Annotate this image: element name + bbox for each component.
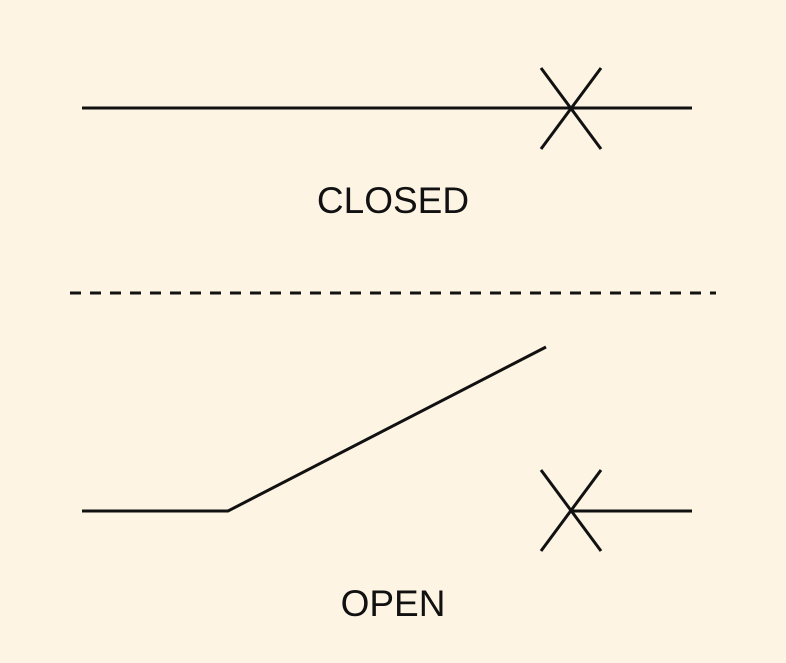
open-state-label: OPEN <box>340 583 446 624</box>
open-contact-cross-stroke-b <box>539 469 603 552</box>
closed-contact-cross-stroke-b <box>539 67 603 150</box>
closed-state-label: CLOSED <box>316 180 470 221</box>
open-switch-symbol <box>82 345 692 552</box>
closed-switch-symbol <box>82 67 692 150</box>
open-switch-blade <box>82 345 547 513</box>
